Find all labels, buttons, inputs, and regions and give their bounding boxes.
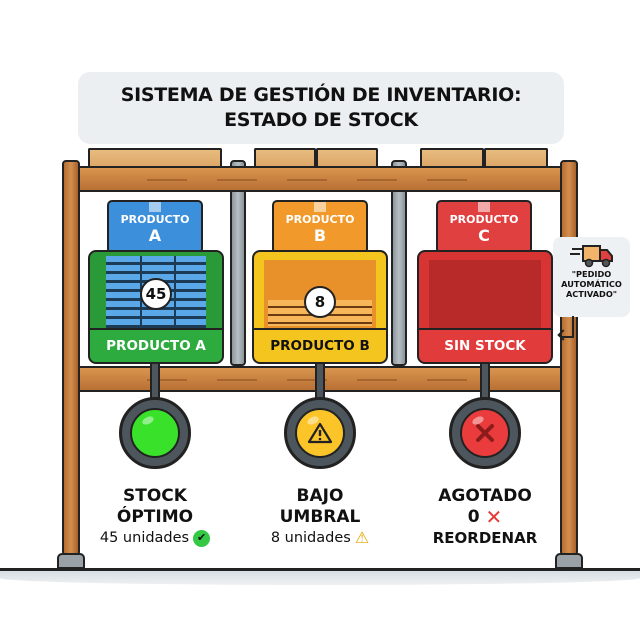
bin-label-c: SIN STOCK — [417, 328, 553, 364]
bin-label-b: PRODUCTO B — [252, 328, 388, 364]
callout-arrow — [572, 316, 574, 338]
reorder-text: REORDENAR — [432, 529, 538, 547]
shelf-post-metal — [391, 160, 407, 366]
bin-label-a: PRODUCTO A — [88, 328, 224, 364]
product-box-a: PRODUCTO A — [107, 200, 203, 254]
shelf-post-right — [560, 160, 578, 556]
callout-arrow — [560, 336, 574, 338]
box-letter: A — [148, 226, 162, 245]
count-badge-a: 45 — [140, 278, 172, 310]
status-count-row: 0 ✕ — [415, 507, 555, 528]
top-crate — [484, 148, 548, 170]
callout-line-2: AUTOMÁTICO — [561, 279, 622, 289]
delivery-truck-icon — [569, 245, 613, 268]
callout-line-3: ACTIVADO" — [565, 289, 618, 299]
box-label: PRODUCTO — [120, 213, 190, 226]
status-light-yellow — [284, 397, 356, 469]
count-badge-b: 8 — [304, 286, 336, 318]
status-title: BAJO — [296, 486, 344, 506]
bin-a — [88, 250, 224, 332]
box-label: PRODUCTO — [449, 213, 519, 226]
divider — [174, 256, 176, 330]
box-letter: C — [478, 226, 490, 245]
units-text: 45 unidades — [99, 530, 190, 546]
page-title: SISTEMA DE GESTIÓN DE INVENTARIO: ESTADO… — [78, 72, 564, 144]
status-light-green — [119, 397, 191, 469]
title-line-1: SISTEMA DE GESTIÓN DE INVENTARIO: — [120, 84, 522, 106]
box-tape — [314, 202, 326, 212]
zero-count: 0 — [467, 507, 480, 527]
warning-triangle-icon — [307, 422, 333, 444]
top-crate — [316, 148, 378, 170]
status-a: STOCK ÓPTIMO 45 unidades ✔ — [85, 486, 225, 548]
x-mark-icon: ✕ — [485, 505, 503, 529]
top-crate — [420, 148, 484, 170]
box-letter: B — [313, 226, 327, 245]
box-tape — [478, 202, 490, 212]
top-crate — [254, 148, 316, 170]
status-c: AGOTADO 0 ✕ REORDENAR — [415, 486, 555, 549]
warning-triangle-icon: ⚠ — [354, 528, 370, 547]
box-label: PRODUCTO — [285, 213, 355, 226]
status-sub: 45 unidades ✔ — [85, 528, 225, 548]
status-title: ÓPTIMO — [116, 507, 194, 527]
title-line-2: ESTADO DE STOCK — [224, 109, 418, 131]
x-mark-icon — [476, 424, 494, 442]
top-beam — [78, 166, 562, 192]
shelf-foot — [555, 553, 583, 569]
shelf-post-metal — [230, 160, 246, 366]
status-light-red — [449, 397, 521, 469]
red-lens — [460, 408, 510, 458]
shelf-foot — [57, 553, 85, 569]
callout-line-1: "PEDIDO — [571, 269, 612, 279]
product-box-b: PRODUCTO B — [272, 200, 368, 254]
floor-shadow — [0, 571, 640, 585]
auto-order-callout: "PEDIDO AUTOMÁTICO ACTIVADO" — [553, 237, 630, 317]
product-box-c: PRODUCTO C — [436, 200, 532, 254]
floor-line — [0, 568, 640, 571]
status-title: AGOTADO — [438, 486, 532, 506]
status-title: UMBRAL — [279, 507, 361, 527]
bin-interior-empty — [429, 260, 541, 330]
check-circle-icon: ✔ — [193, 529, 211, 547]
status-b: BAJO UMBRAL 8 unidades ⚠ — [250, 486, 390, 548]
green-lens — [130, 408, 180, 458]
yellow-lens — [295, 408, 345, 458]
status-sub: 8 unidades ⚠ — [250, 528, 390, 548]
status-title: STOCK — [123, 486, 187, 506]
top-crate — [88, 148, 222, 170]
box-tape — [149, 202, 161, 212]
units-text: 8 unidades — [270, 530, 351, 546]
shelf-post-left — [62, 160, 80, 556]
bin-c — [417, 250, 553, 332]
